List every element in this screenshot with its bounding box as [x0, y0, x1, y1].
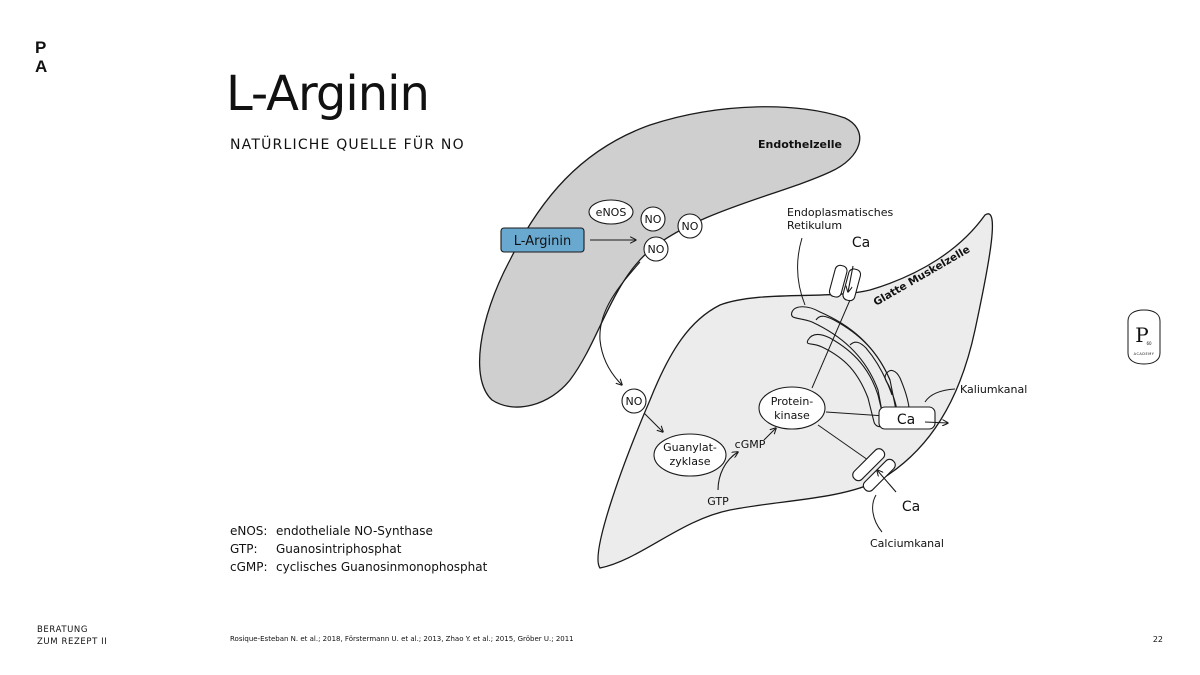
er-leader-line — [796, 237, 806, 306]
legend-text: cyclisches Guanosinmonophosphat — [276, 560, 488, 574]
arrow-cgmp-to-protein-kinase — [763, 428, 776, 441]
guanylate-cyclase-label-1: Guanylat- — [663, 441, 717, 454]
l-arginine-label: L-Arginin — [514, 234, 571, 249]
legend-abbr: cGMP: — [230, 560, 268, 574]
logo: P A — [35, 38, 47, 76]
legend-row: GTP: Guanosintriphosphat — [230, 540, 487, 558]
svg-text:NO: NO — [645, 213, 662, 226]
academy-badge: P 60 ACADEMY — [1127, 309, 1161, 365]
arrow-ca-influx — [877, 470, 897, 493]
no-molecule: NO — [677, 213, 703, 239]
legend-abbr: GTP: — [230, 542, 258, 556]
badge-caption: ACADEMY — [1134, 352, 1155, 356]
abbreviation-legend: eNOS: endotheliale NO-Synthase GTP: Guan… — [230, 522, 487, 576]
guanylate-cyclase-label-2: zyklase — [670, 455, 711, 468]
protein-kinase-label-2: kinase — [774, 409, 810, 422]
svg-text:NO: NO — [682, 220, 699, 233]
page-number: 22 — [1152, 635, 1163, 644]
cgmp-label: cGMP — [735, 438, 766, 451]
ca-label-bottom: Ca — [902, 499, 920, 515]
calcium-leader-line — [872, 494, 883, 533]
badge-letter: P — [1135, 323, 1148, 347]
potassium-leader-line — [924, 388, 956, 403]
line-protein-kinase-to-calcium-channel — [817, 424, 869, 461]
arrow-ca-release — [848, 265, 854, 292]
citation-text: Rosique-Esteban N. et al.; 2018, Förster… — [230, 635, 574, 643]
svg-text:NO: NO — [648, 243, 665, 256]
enos-label: eNOS — [596, 206, 627, 219]
arrow-ca-out — [924, 422, 948, 423]
arrow-protein-kinase-to-ca — [825, 411, 885, 416]
arrow-gtp-to-cgmp — [717, 452, 738, 491]
endothelial-cell-label: Endothelzelle — [758, 138, 842, 151]
logo-letter-p: P — [35, 38, 47, 57]
badge-small-number: 60 — [1146, 341, 1152, 346]
ca-label-potassium: Ca — [897, 412, 915, 428]
guanylate-cyclase-ellipse — [653, 433, 727, 477]
svg-text:NO: NO — [626, 395, 643, 408]
no-molecule: NO — [643, 236, 669, 262]
no-molecule: NO — [621, 388, 647, 414]
gtp-label: GTP — [707, 495, 729, 508]
l-arginine-box — [500, 227, 585, 253]
er-label-2: Retikulum — [787, 219, 842, 232]
legend-abbr: eNOS: — [230, 524, 268, 538]
enos-ellipse — [588, 199, 634, 225]
legend-row: eNOS: endotheliale NO-Synthase — [230, 522, 487, 540]
potassium-channel-box — [878, 406, 936, 430]
protein-kinase-label-1: Protein- — [771, 395, 814, 408]
er-label-1: Endoplasmatisches — [787, 206, 893, 219]
slide-title: L-Arginin — [226, 66, 430, 122]
arrow-no-to-guanylate — [643, 412, 663, 432]
legend-text: endotheliale NO-Synthase — [276, 524, 433, 538]
protein-kinase-ellipse — [758, 386, 826, 430]
legend-text: Guanosintriphosphat — [276, 542, 402, 556]
potassium-channel-label: Kaliumkanal — [960, 383, 1027, 396]
calcium-channel-label: Calciumkanal — [870, 537, 944, 550]
logo-letter-a: A — [35, 57, 48, 76]
slide-subtitle: NATÜRLICHE QUELLE FÜR NO — [230, 137, 465, 153]
footer-line-2: ZUM REZEPT II — [37, 637, 108, 647]
no-molecule: NO — [640, 206, 666, 232]
legend-row: cGMP: cyclisches Guanosinmonophosphat — [230, 558, 487, 576]
line-protein-kinase-to-er — [811, 299, 851, 389]
arrow-no-diffusion — [599, 261, 641, 385]
footer-section-title: BERATUNG ZUM REZEPT II — [37, 624, 107, 648]
footer-line-1: BERATUNG — [37, 625, 89, 635]
ca-label-top: Ca — [852, 235, 870, 251]
